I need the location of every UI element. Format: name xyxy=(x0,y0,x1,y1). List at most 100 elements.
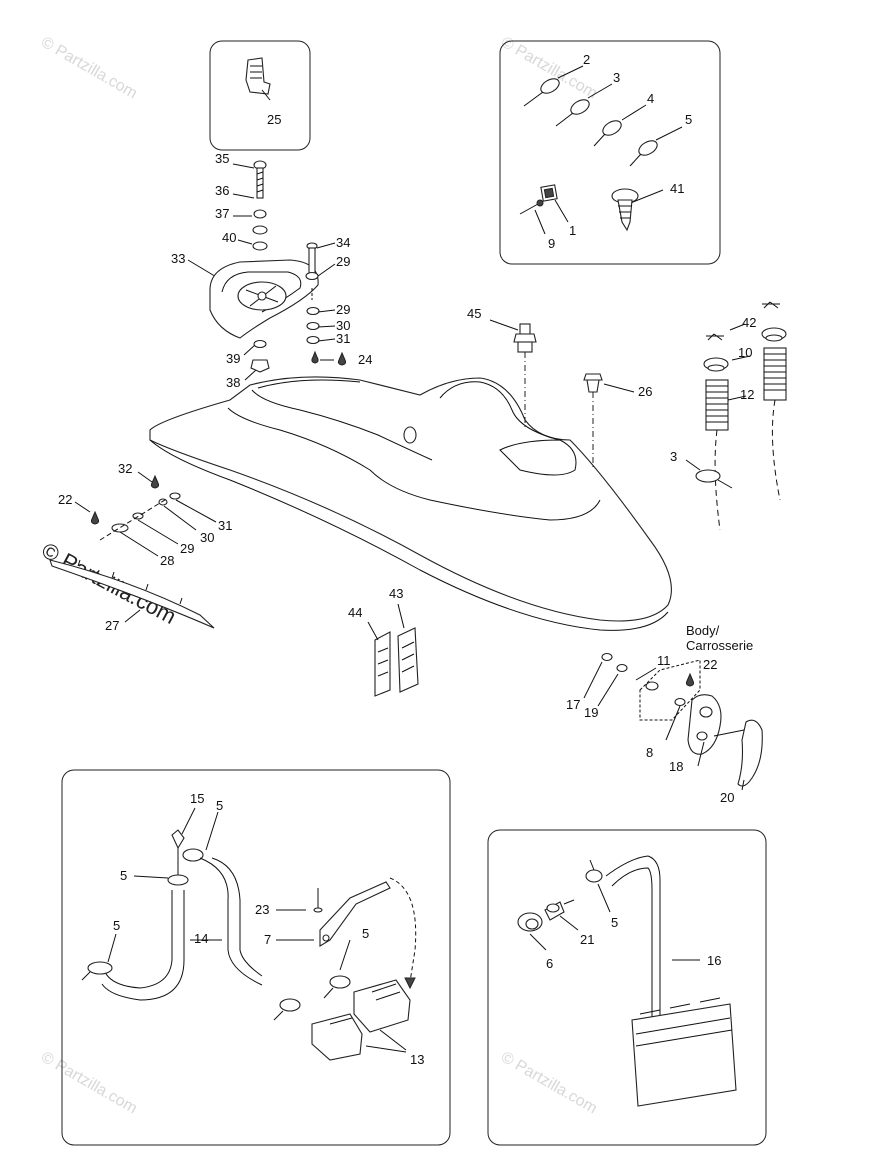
bolt-35-stack xyxy=(252,160,268,251)
bracket-7 xyxy=(319,881,391,947)
bolt-34-stack xyxy=(305,242,320,364)
clip-nut-1 xyxy=(540,184,558,202)
callout-22: 22 xyxy=(58,492,72,507)
callout-42: 42 xyxy=(742,315,756,330)
callout-27: 27 xyxy=(105,618,119,633)
callout-43: 43 xyxy=(389,586,403,601)
callout-35: 35 xyxy=(215,151,229,166)
callout-15: 15 xyxy=(190,791,204,806)
callout-30: 30 xyxy=(200,530,214,545)
callout-8: 8 xyxy=(646,745,653,760)
tie-wrap-3 xyxy=(695,469,733,489)
callout-5: 5 xyxy=(120,868,127,883)
callout-21: 21 xyxy=(580,932,594,947)
bracket-43-44 xyxy=(367,603,419,697)
callout-23: 23 xyxy=(255,902,269,917)
callout-24: 24 xyxy=(358,352,372,367)
leaders-fuel-vent xyxy=(107,807,222,963)
detail-box-fasteners xyxy=(499,40,721,265)
callout-3: 3 xyxy=(670,449,677,464)
detail-box-fuel-vent xyxy=(61,769,451,1146)
callout-6: 6 xyxy=(546,956,553,971)
leaders-stack-right xyxy=(316,242,336,361)
callout-2: 2 xyxy=(583,52,590,67)
scupper-assembly xyxy=(601,652,763,787)
screw-41 xyxy=(611,188,639,232)
callout-25: 25 xyxy=(267,112,281,127)
leaders-scupper xyxy=(583,661,745,791)
callout-19: 19 xyxy=(584,705,598,720)
battery-vent-tube-16 xyxy=(585,855,700,1080)
washer-nut-39-38 xyxy=(250,339,270,373)
callout-36: 36 xyxy=(215,183,229,198)
callout-26: 26 xyxy=(638,384,652,399)
clip-25 xyxy=(245,57,271,101)
callout-5: 5 xyxy=(685,112,692,127)
callout-32: 32 xyxy=(118,461,132,476)
grab-handle-33 xyxy=(209,259,319,339)
callout-17: 17 xyxy=(566,697,580,712)
leader-lines-fasteners xyxy=(534,65,683,235)
watermark: © Partzilla.com xyxy=(498,1049,600,1118)
callout-33: 33 xyxy=(171,251,185,266)
battery xyxy=(631,997,737,1107)
callout-16: 16 xyxy=(707,953,721,968)
watermark: © Partzilla.com xyxy=(38,34,140,103)
callout-38: 38 xyxy=(226,375,240,390)
check-valve-21 xyxy=(544,899,579,931)
leader-5 xyxy=(597,883,611,913)
leaders-vent xyxy=(685,323,751,471)
callout-40: 40 xyxy=(222,230,236,245)
callout-30: 30 xyxy=(336,318,350,333)
callout-29: 29 xyxy=(336,254,350,269)
tie-wraps xyxy=(523,78,658,167)
plug-26 xyxy=(583,373,635,470)
callout-5: 5 xyxy=(113,918,120,933)
callout-18: 18 xyxy=(669,759,683,774)
callout-12: 12 xyxy=(740,387,754,402)
vent-caps-10-12 xyxy=(703,301,787,531)
callout-20: 20 xyxy=(720,790,734,805)
callout-5: 5 xyxy=(611,915,618,930)
callout-28: 28 xyxy=(160,553,174,568)
grommet-6 xyxy=(517,912,547,951)
callout-4: 4 xyxy=(647,91,654,106)
callout-31: 31 xyxy=(336,331,350,346)
callout-39: 39 xyxy=(226,351,240,366)
callout-7: 7 xyxy=(264,932,271,947)
callout-45: 45 xyxy=(467,306,481,321)
rivet-23 xyxy=(313,888,323,913)
push-rivet-9 xyxy=(519,199,544,215)
callout-29: 29 xyxy=(336,302,350,317)
fuel-vent-hoses xyxy=(81,829,263,1001)
callout-1: 1 xyxy=(569,223,576,238)
detail-box-25 xyxy=(209,40,311,151)
callout-5: 5 xyxy=(216,798,223,813)
callout-22: 22 xyxy=(703,657,717,672)
callout-44: 44 xyxy=(348,605,362,620)
callout-31: 31 xyxy=(218,518,232,533)
watermark: © Partzilla.com xyxy=(38,1049,140,1118)
callout-29: 29 xyxy=(180,541,194,556)
leaders-stack-left xyxy=(187,163,257,381)
body-label-line2: Carrosserie xyxy=(686,638,753,653)
loctite-icon xyxy=(337,351,347,366)
callout-14: 14 xyxy=(194,931,208,946)
callout-13: 13 xyxy=(410,1052,424,1067)
callout-9: 9 xyxy=(548,236,555,251)
hull-body xyxy=(149,376,672,631)
callout-10: 10 xyxy=(738,345,752,360)
body-label-line1: Body/ xyxy=(686,623,720,638)
callout-37: 37 xyxy=(215,206,229,221)
rubrail-27 xyxy=(49,559,215,629)
callout-34: 34 xyxy=(336,235,350,250)
rubrail-fasteners-left xyxy=(74,471,217,557)
callout-3: 3 xyxy=(613,70,620,85)
callout-5: 5 xyxy=(362,926,369,941)
fitting-45 xyxy=(489,319,537,430)
vent-valves-13 xyxy=(273,877,417,1061)
detail-box-battery-vent xyxy=(487,829,767,1146)
callout-11: 11 xyxy=(657,653,671,668)
callout-41: 41 xyxy=(670,181,684,196)
